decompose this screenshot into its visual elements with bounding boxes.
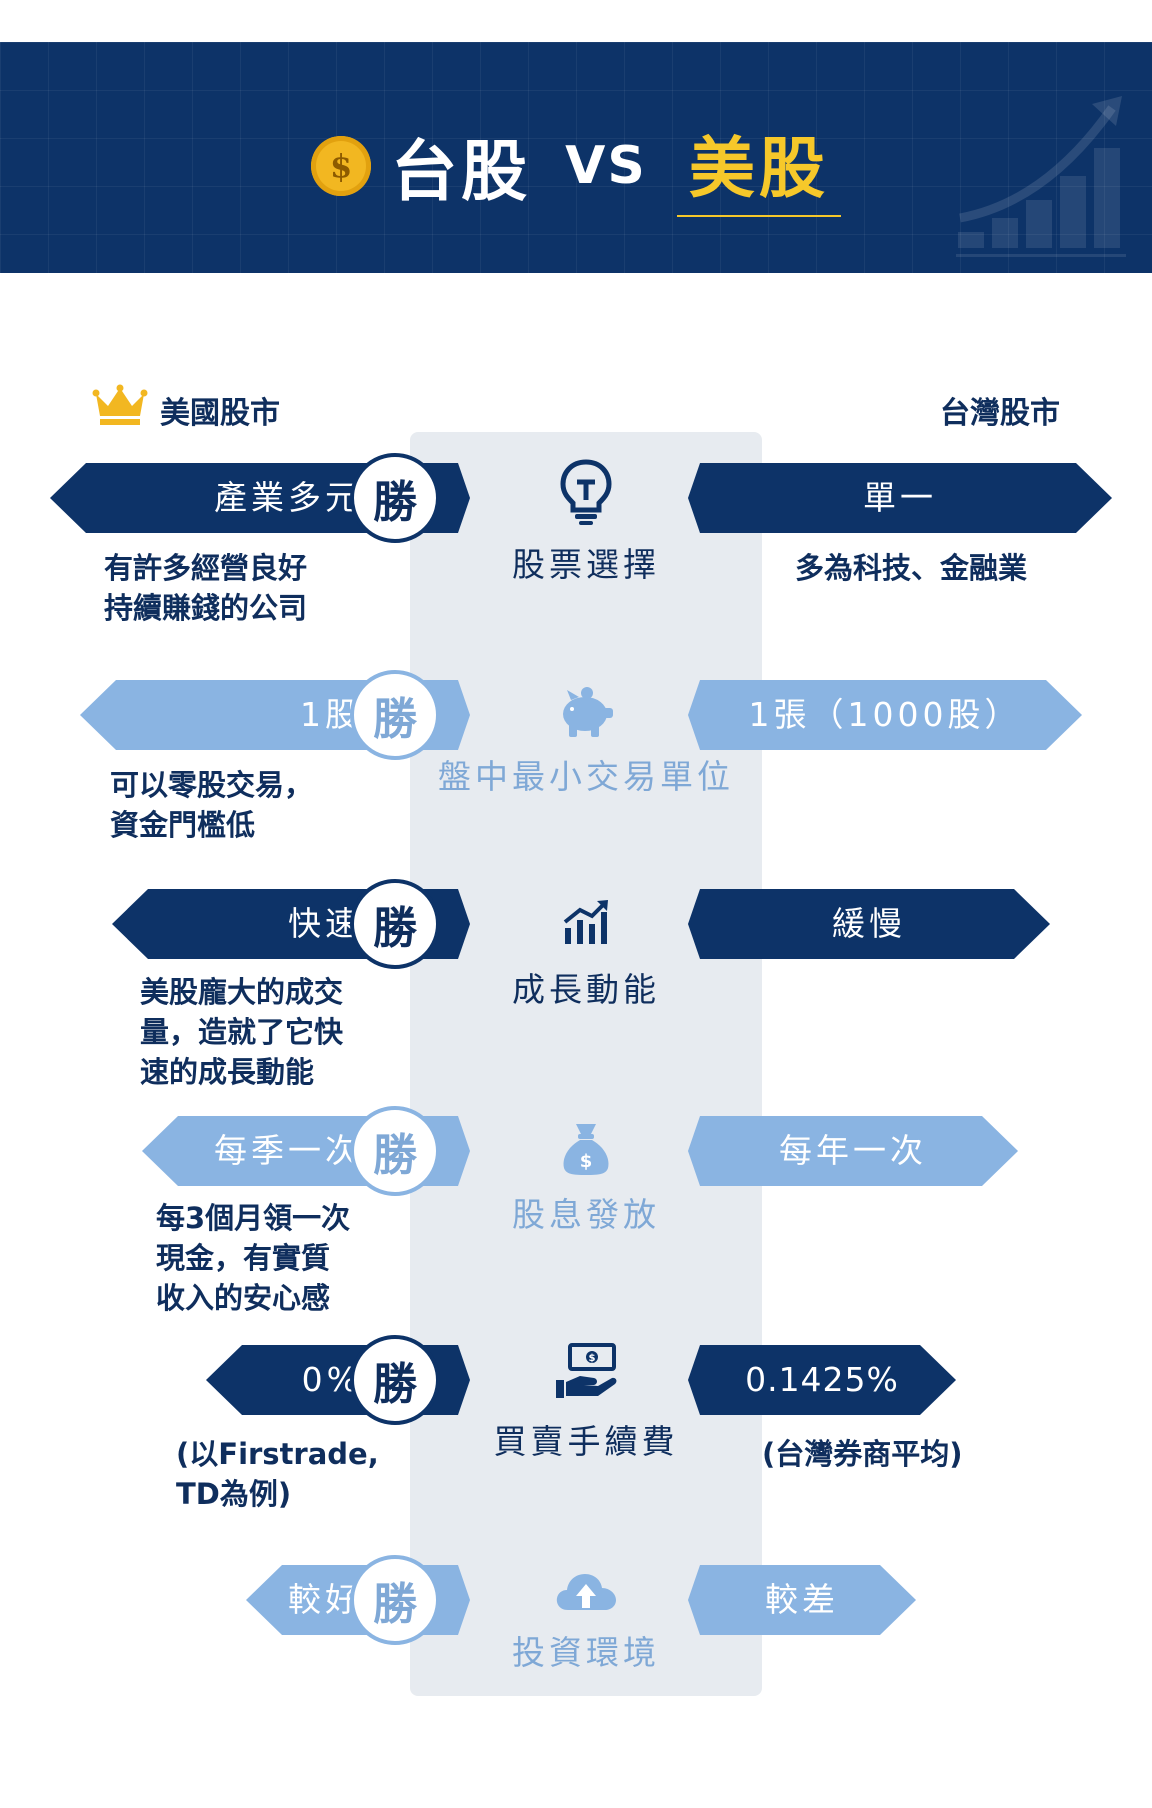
note-line: 持續賺錢的公司 <box>104 591 308 625</box>
note-line: 可以零股交易， <box>110 768 314 802</box>
taiwan-value-ribbon: 0.1425% <box>688 1345 956 1415</box>
comparison-row-trading-fee: 0% 勝 0.1425% <box>0 1335 1152 1425</box>
category-label: 買賣手續費 <box>493 1422 679 1461</box>
taiwan-value: 單一 <box>863 478 937 517</box>
win-badge: 勝 <box>350 879 440 969</box>
header-banner <box>0 42 1152 273</box>
note-line: 多為科技、金融業 <box>795 551 1028 585</box>
title-us-stocks: 美股 <box>676 115 841 217</box>
comparison-row-stock-selection: 產業多元 勝 單一 <box>0 453 1152 543</box>
note-line: (台灣券商平均) <box>762 1437 963 1471</box>
taiwan-value-ribbon: 1張（1000股） <box>688 680 1082 750</box>
note-line: 現金，有實質 <box>156 1241 331 1275</box>
win-badge: 勝 <box>350 453 440 543</box>
taiwan-value: 緩慢 <box>832 904 906 943</box>
category-label: 股票選擇 <box>512 545 660 584</box>
svg-text:$: $ <box>589 1353 596 1364</box>
svg-text:$: $ <box>580 1151 593 1172</box>
piggy-bank-icon <box>410 684 762 740</box>
category-label: 盤中最小交易單位 <box>438 757 734 796</box>
us-value: 產業多元 <box>214 478 362 517</box>
money-bag-icon: $ <box>410 1122 762 1176</box>
note-line: 收入的安心感 <box>156 1281 331 1315</box>
title-taiwan-stocks: 台股 <box>391 133 532 210</box>
us-note: 可以零股交易， 資金門檻低 <box>110 765 313 845</box>
us-note: 每3個月領一次 現金，有實質 收入的安心感 <box>156 1198 350 1318</box>
note-line: TD為例) <box>176 1477 292 1511</box>
win-badge: 勝 <box>350 670 440 760</box>
taiwan-value-ribbon: 較差 <box>688 1565 916 1635</box>
growth-chart-icon <box>410 898 762 946</box>
taiwan-value: 較差 <box>765 1580 839 1619</box>
ribbon-shape <box>688 1116 1018 1186</box>
win-badge: 勝 <box>350 1555 440 1645</box>
us-value: 快速 <box>288 904 362 943</box>
us-value: 較好 <box>288 1580 362 1619</box>
ribbon-shape <box>688 680 1082 750</box>
note-line: (以Firstrade, <box>176 1437 379 1471</box>
note-line: 資金門檻低 <box>110 808 256 842</box>
cash-hand-icon: $ <box>410 1342 762 1402</box>
taiwan-value-ribbon: 緩慢 <box>688 889 1050 959</box>
us-value: 0% <box>301 1360 362 1399</box>
taiwan-market-heading: 台灣股市 <box>940 396 1060 431</box>
comparison-row-dividend: 每季一次 勝 每年一次 <box>0 1106 1152 1196</box>
taiwan-value-ribbon: 每年一次 <box>688 1116 1018 1186</box>
ribbon-shape <box>688 1345 956 1415</box>
page-title: $ 台股 VS 美股 <box>0 115 1152 217</box>
ribbon-shape <box>688 889 1050 959</box>
win-badge: 勝 <box>350 1335 440 1425</box>
comparison-row-investment-environment: 較好 勝 較差 <box>0 1555 1152 1645</box>
category-label: 成長動能 <box>512 970 660 1009</box>
note-line: 每3個月領一次 <box>156 1201 351 1235</box>
us-value: 1股 <box>300 695 362 734</box>
taiwan-value: 每年一次 <box>779 1131 927 1170</box>
us-note: 美股龐大的成交 量，造就了它快 速的成長動能 <box>140 972 343 1092</box>
note-line: 有許多經營良好 <box>104 551 308 585</box>
win-badge: 勝 <box>350 1106 440 1196</box>
dollar-coin-icon: $ <box>311 136 372 196</box>
comparison-row-growth-momentum: 快速 勝 緩慢 <box>0 879 1152 969</box>
category-label: 股息發放 <box>512 1195 660 1234</box>
crown-icon <box>92 384 148 425</box>
taiwan-value: 0.1425% <box>745 1360 899 1399</box>
note-line: 速的成長動能 <box>140 1055 315 1089</box>
us-market-heading: 美國股市 <box>160 396 280 431</box>
taiwan-note: (台灣券商平均) <box>762 1434 963 1474</box>
title-vs: VS <box>565 136 647 196</box>
taiwan-note: 多為科技、金融業 <box>795 548 1027 588</box>
growth-chart-decoration-icon <box>956 96 1126 257</box>
ribbon-shape <box>688 1565 916 1635</box>
taiwan-value-ribbon: 單一 <box>688 463 1112 533</box>
note-line: 量，造就了它快 <box>140 1015 344 1049</box>
ribbon-shape <box>688 463 1112 533</box>
comparison-row-min-trading-unit: 1股 勝 1張（1000股） <box>0 670 1152 760</box>
category-label: 投資環境 <box>512 1633 660 1672</box>
category-column <box>410 432 762 1696</box>
note-line: 美股龐大的成交 <box>140 975 344 1009</box>
taiwan-value: 1張（1000股） <box>748 695 1022 734</box>
us-note: 有許多經營良好 持續賺錢的公司 <box>104 548 307 628</box>
lightbulb-icon <box>410 456 762 526</box>
cloud-upload-icon <box>410 1568 762 1612</box>
us-note: (以Firstrade, TD為例) <box>176 1434 379 1514</box>
us-value: 每季一次 <box>214 1131 362 1170</box>
